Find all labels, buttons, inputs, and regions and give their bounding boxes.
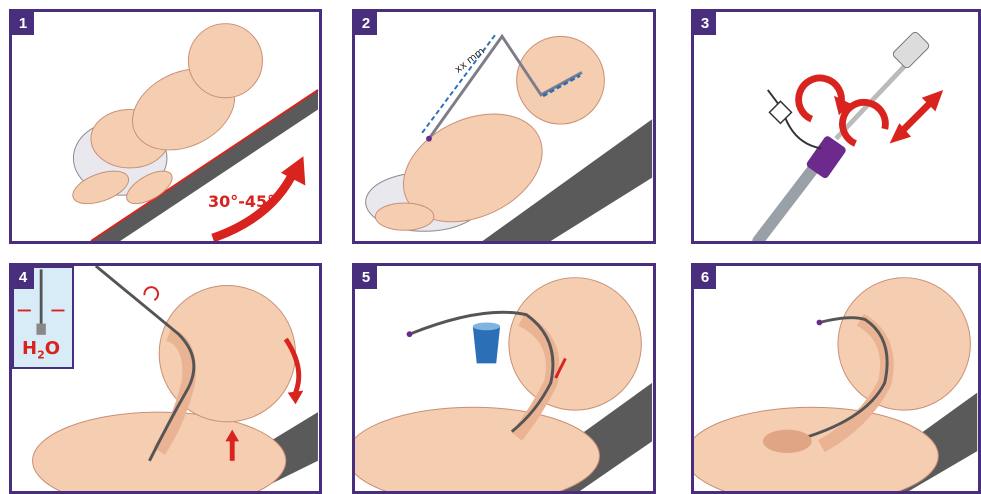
step-3-panel: 3 (691, 9, 981, 244)
step-number: 4 (12, 266, 34, 289)
step-2-panel: xx mm 2 (352, 9, 656, 244)
step-number: 1 (12, 12, 34, 35)
gastric-aspiration-illustration (355, 266, 653, 491)
tube-in-stomach-illustration (694, 266, 978, 491)
rotate-arrow-icon (144, 287, 158, 300)
step-4-panel: H2O 4 (9, 263, 322, 494)
step-number: 5 (355, 266, 377, 289)
push-pull-arrow-icon (899, 100, 933, 134)
step-5-panel: 5 (352, 263, 656, 494)
incline-angle-label: 30°-45° (208, 192, 275, 211)
cap-icon (769, 101, 791, 123)
step-number: 6 (694, 266, 716, 289)
step-1-panel: 30°-45° 1 (9, 9, 322, 244)
water-label: H2O (22, 338, 60, 362)
tube-connector-illustration (694, 12, 978, 241)
step-number: 3 (694, 12, 716, 35)
syringe-icon (892, 31, 931, 70)
step-number: 2 (355, 12, 377, 35)
step-6-panel: 6 (691, 263, 981, 494)
cup-icon (473, 326, 500, 363)
tube-length-measurement-illustration (355, 12, 653, 241)
